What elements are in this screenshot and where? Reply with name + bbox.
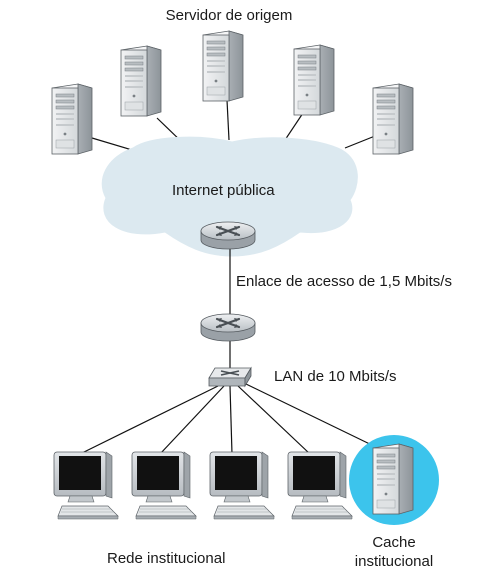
router-icon <box>199 312 257 343</box>
desktop-computer-icon <box>287 451 353 520</box>
link-server-3 <box>226 99 230 141</box>
server-icon <box>293 44 335 116</box>
origin-servers-label: Servidor de origem <box>165 7 293 24</box>
cache-server-icon <box>372 443 414 515</box>
cache-label-line2: institucional <box>354 553 434 570</box>
router-icon <box>199 220 257 251</box>
institution-label: Rede institucional <box>107 550 226 567</box>
lan-link-pc-1 <box>79 385 219 455</box>
server-icon <box>202 30 244 102</box>
internet-label: Internet pública <box>172 182 275 199</box>
server-icon <box>120 45 162 117</box>
link-server-5 <box>344 135 376 149</box>
lan-label: LAN de 10 Mbits/s <box>274 368 397 385</box>
cloud-icon <box>101 136 358 257</box>
server-icon <box>51 83 93 155</box>
link-server-1 <box>91 137 133 151</box>
desktop-computer-icon <box>131 451 197 520</box>
switch-icon <box>208 367 252 387</box>
desktop-computer-icon <box>209 451 275 520</box>
lan-link-cache <box>245 383 379 449</box>
desktop-computer-icon <box>53 451 119 520</box>
access-link-label: Enlace de acesso de 1,5 Mbits/s <box>236 273 452 290</box>
lan-link-pc-3 <box>229 385 233 455</box>
cache-label-line1: Cache <box>372 534 416 551</box>
lan-link-pc-2 <box>159 385 225 455</box>
lan-link-pc-4 <box>237 385 311 455</box>
server-icon <box>372 83 414 155</box>
